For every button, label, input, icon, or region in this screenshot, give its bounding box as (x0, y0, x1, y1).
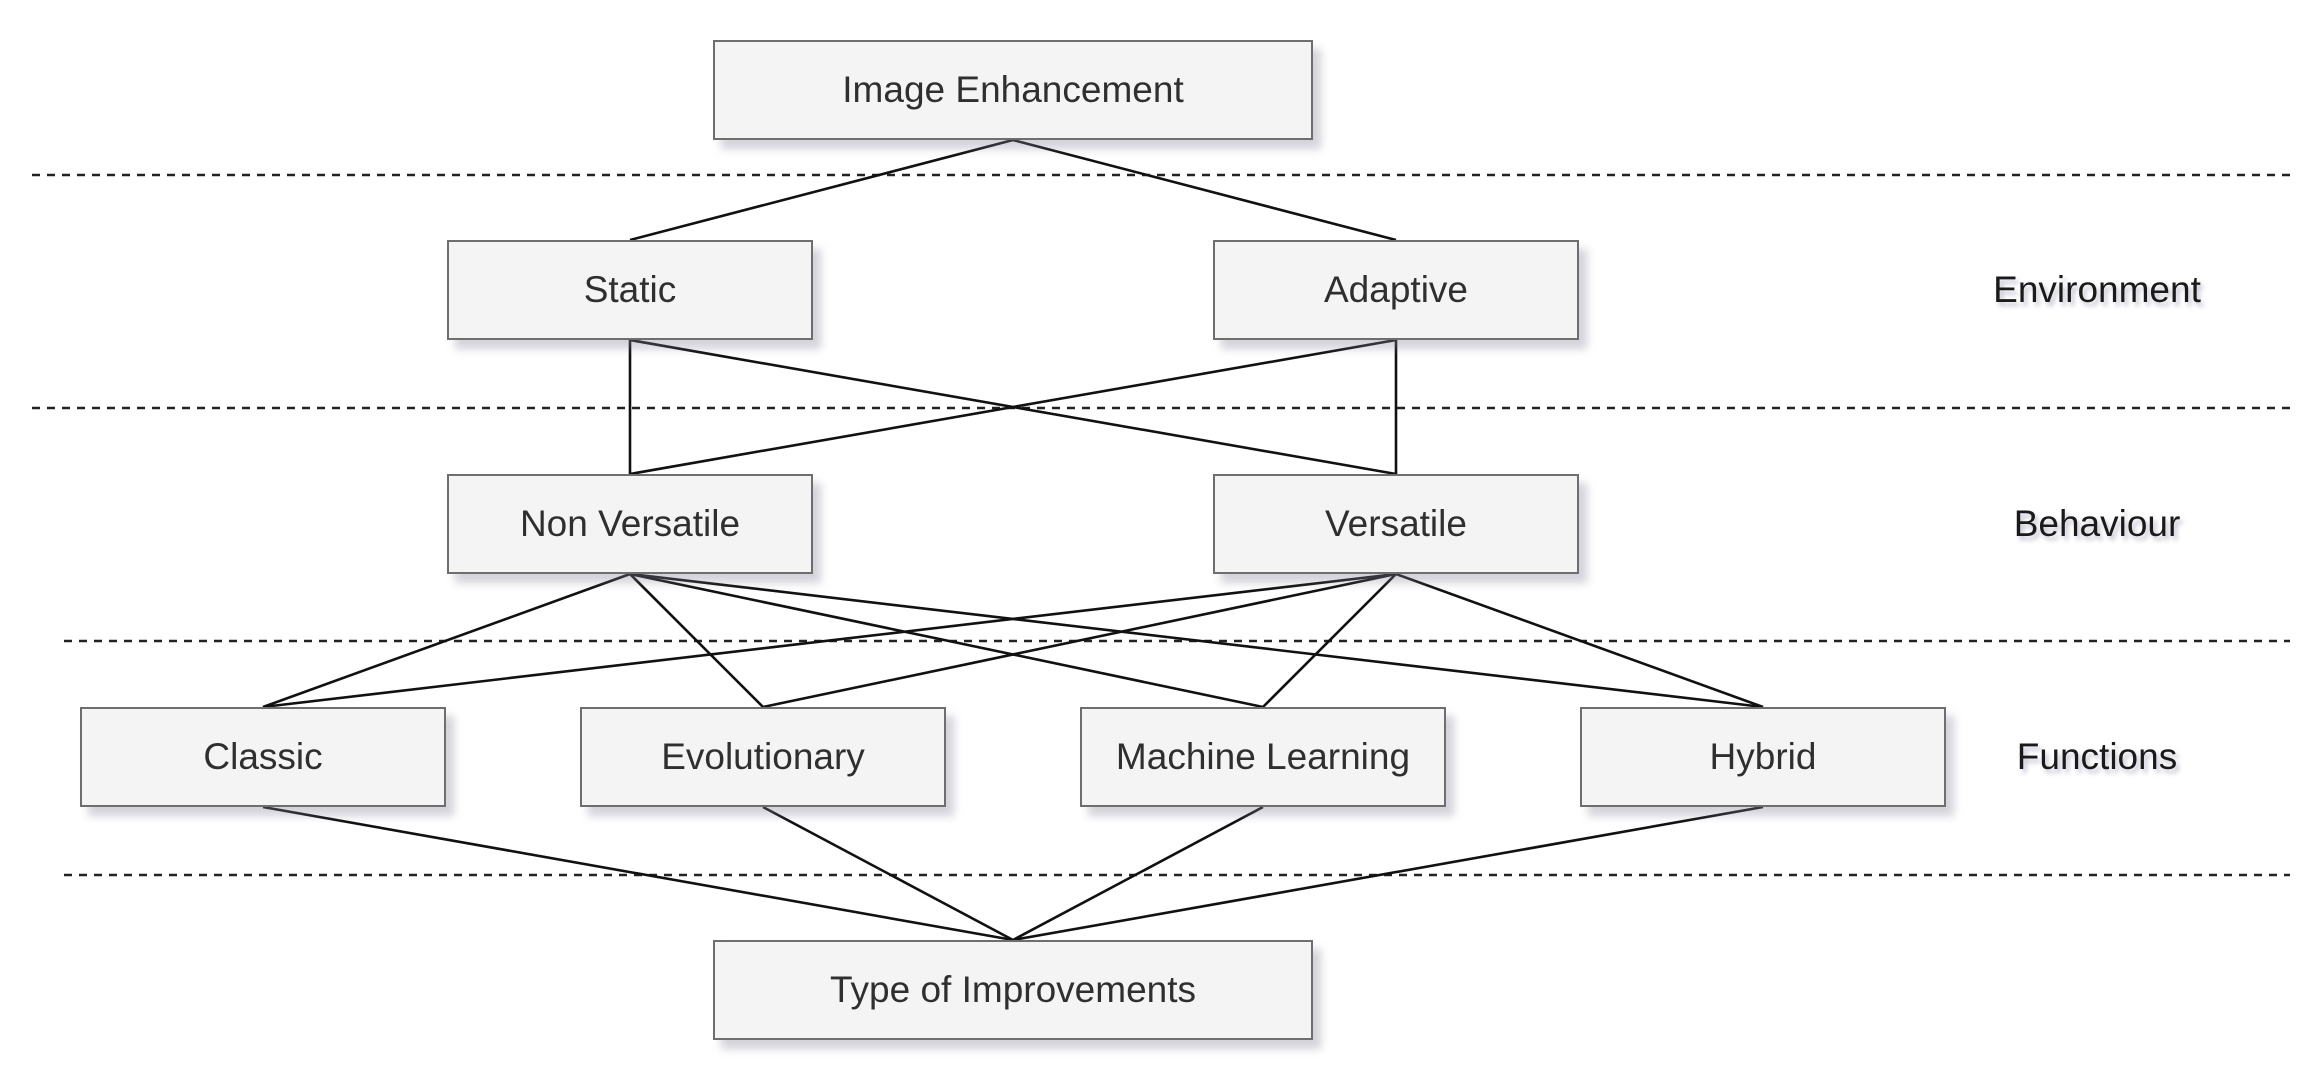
layer-label-functions: Functions (2016, 736, 2178, 777)
node-versatile: Versatile (1213, 474, 1579, 574)
edge-classic-to-bottom (262, 805, 1014, 942)
edge-group (262, 138, 1764, 942)
edge-non-versatile-to-evolutionary (629, 573, 764, 708)
layer-label-environment: Environment (1993, 269, 2201, 310)
edge-hybrid-to-bottom (1012, 805, 1764, 942)
layer-label-behaviour: Behaviour (2013, 503, 2181, 544)
node-evolutionary: Evolutionary (580, 707, 946, 807)
node-classic: Classic (80, 707, 446, 807)
node-image-enhancement: Image Enhancement (713, 40, 1313, 140)
edge-adaptive-to-non-versatile (629, 338, 1397, 476)
node-machine-learning: Machine Learning (1080, 707, 1446, 807)
edge-machine-learning-to-bottom (1012, 805, 1264, 942)
node-non-versatile: Non Versatile (447, 474, 813, 574)
edge-versatile-to-hybrid (1395, 572, 1764, 709)
node-adaptive: Adaptive (1213, 240, 1579, 340)
edge-root-to-adaptive (1012, 138, 1397, 242)
edge-versatile-to-machine-learning (1262, 573, 1397, 708)
node-type-of-improvements: Type of Improvements (713, 940, 1313, 1040)
node-static: Static (447, 240, 813, 340)
edge-evolutionary-to-bottom (762, 805, 1014, 942)
edge-versatile-to-evolutionary (762, 572, 1397, 709)
node-hybrid: Hybrid (1580, 707, 1946, 807)
edge-non-versatile-to-classic (262, 572, 631, 709)
edge-non-versatile-to-hybrid (629, 572, 1764, 709)
edge-root-to-static (629, 138, 1014, 242)
edge-versatile-to-classic (262, 572, 1397, 709)
layer-separators (32, 173, 2290, 877)
edge-non-versatile-to-machine-learning (629, 572, 1264, 709)
